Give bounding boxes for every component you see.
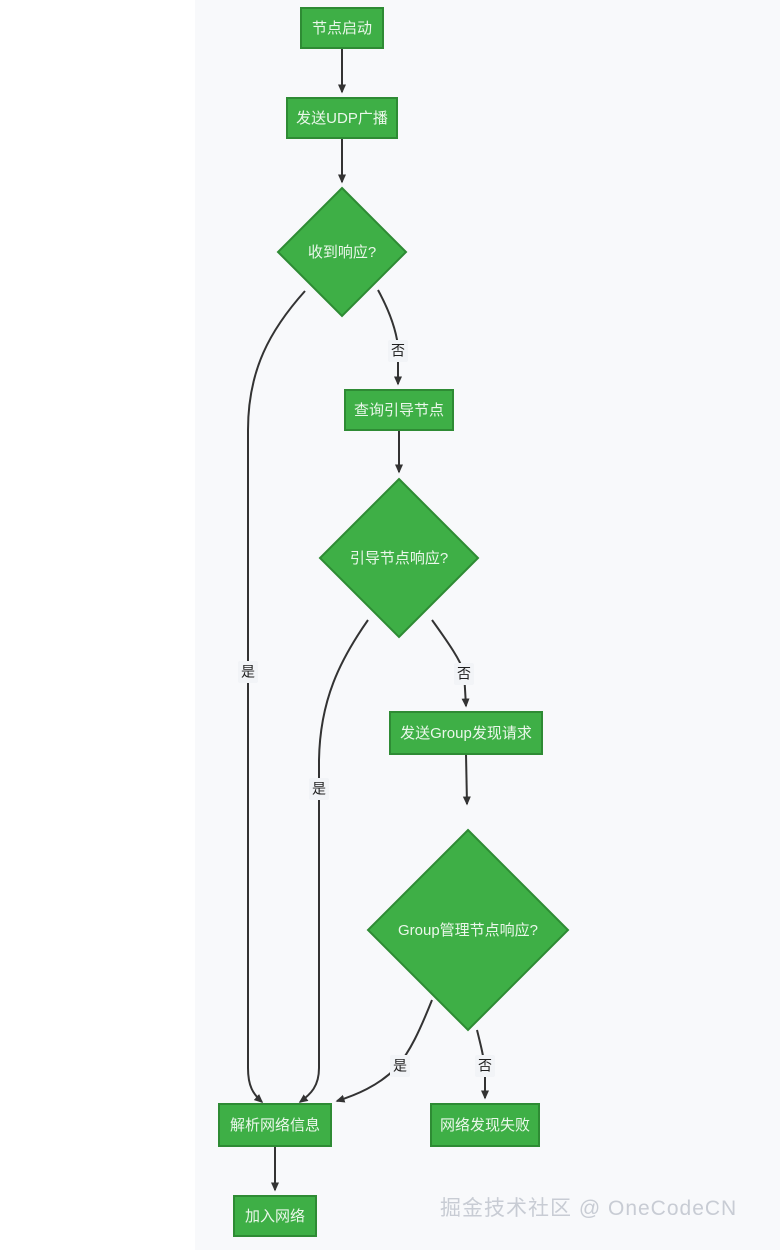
edge-label-bootresp-no: 否 (454, 663, 474, 685)
edge-label-groupresp-yes: 是 (390, 1055, 410, 1077)
edge-bootresp-to-bootparse (298, 619, 369, 1103)
edge-label-resp-yes-text: 是 (241, 664, 255, 680)
edge-label-groupresp-no-text: 否 (478, 1058, 492, 1074)
node-discovery-failed-label: 网络发现失败 (440, 1117, 530, 1134)
node-discovery-failed[interactable]: 网络发现失败 (430, 1103, 540, 1147)
node-join-network-label: 加入网络 (245, 1208, 305, 1225)
edge-groupreq-to-groupresp (462, 753, 471, 806)
node-udp-broadcast[interactable]: 发送UDP广播 (286, 97, 398, 139)
node-send-group-discovery-label: 发送Group发现请求 (400, 725, 532, 742)
edge-label-resp-no-text: 否 (391, 343, 405, 359)
node-send-group-discovery[interactable]: 发送Group发现请求 (389, 711, 543, 755)
node-query-bootstrap-label: 查询引导节点 (354, 402, 444, 419)
node-bootstrap-response-label: 引导节点响应? (350, 549, 448, 567)
node-received-response-decision[interactable]: 收到响应? (276, 186, 408, 318)
node-bootstrap-response-decision[interactable]: 引导节点响应? (318, 477, 480, 639)
edge-label-bootresp-yes: 是 (309, 778, 329, 800)
diagram-canvas-background (195, 0, 780, 1250)
edge-label-bootresp-no-text: 否 (457, 666, 471, 682)
edge-label-groupresp-no: 否 (475, 1055, 495, 1077)
edge-label-resp-yes: 是 (238, 661, 258, 683)
node-group-manager-response-label: Group管理节点响应? (398, 921, 538, 939)
edge-label-layer: 是 否 是 否 是 否 (238, 340, 495, 1077)
edge-groupresp-to-parse (335, 999, 433, 1103)
node-start[interactable]: 节点启动 (300, 7, 384, 49)
node-parse-network-info[interactable]: 解析网络信息 (218, 1103, 332, 1147)
edge-label-bootresp-yes-text: 是 (312, 781, 326, 797)
edge-layer (247, 48, 489, 1192)
edge-resp-to-bootstrap (377, 289, 402, 386)
edge-resp-to-parse (247, 290, 306, 1103)
node-group-manager-response-decision[interactable]: Group管理节点响应? (366, 828, 570, 1032)
node-join-network[interactable]: 加入网络 (233, 1195, 317, 1237)
node-received-response-label: 收到响应? (308, 243, 376, 261)
node-query-bootstrap[interactable]: 查询引导节点 (344, 389, 454, 431)
node-layer: 节点启动 发送UDP广播 收到响应? 查询引导节点 引导节点响应? (218, 7, 570, 1237)
watermark: 掘金技术社区 @ OneCodeCN (440, 1197, 738, 1220)
edge-label-resp-no: 否 (388, 340, 408, 362)
node-udp-broadcast-label: 发送UDP广播 (296, 110, 388, 127)
node-start-label: 节点启动 (312, 20, 372, 37)
edge-label-groupresp-yes-text: 是 (393, 1058, 407, 1074)
node-parse-network-info-label: 解析网络信息 (230, 1117, 320, 1134)
